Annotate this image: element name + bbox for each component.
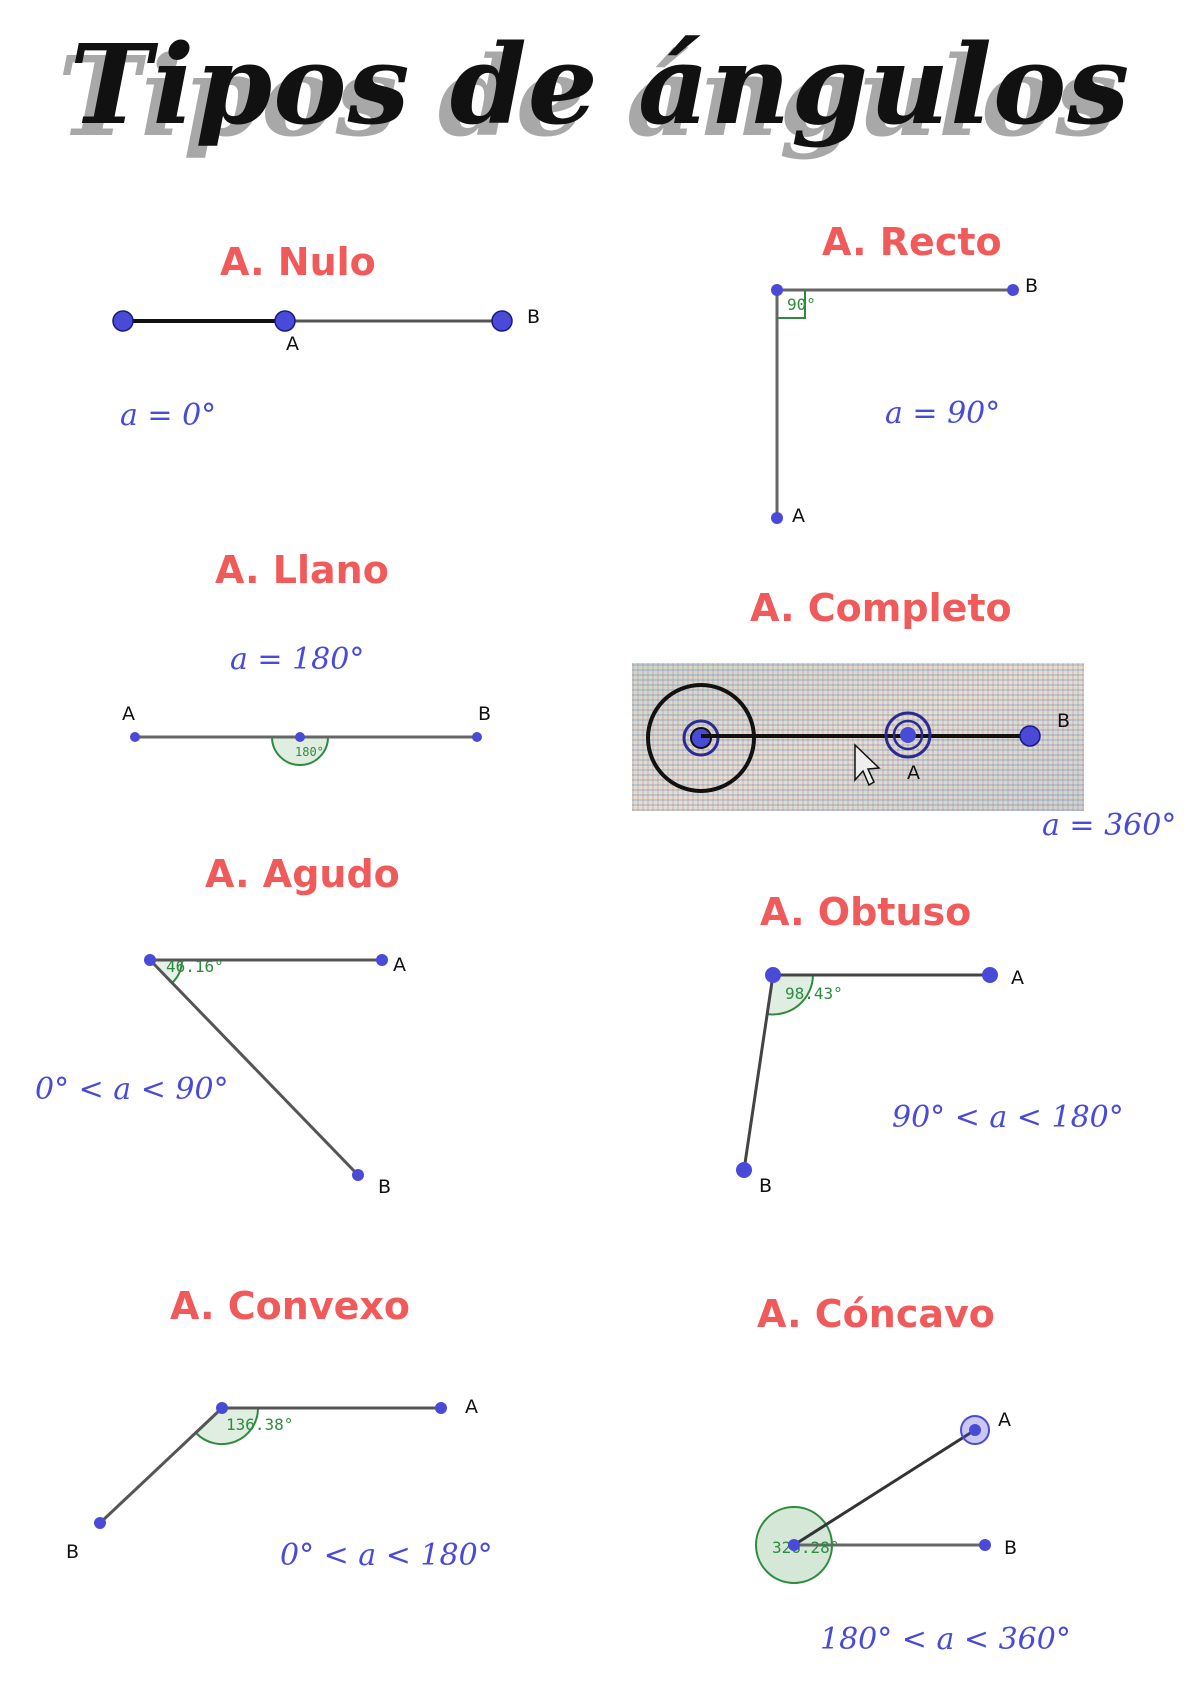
formula-completo: a = 360° (1042, 808, 1177, 843)
diagram-obtuso: 98.43° A B (736, 967, 1024, 1197)
llano-label-a: A (122, 703, 135, 725)
formula-concavo: 180° < a < 360° (820, 1622, 1071, 1657)
convexo-label-a: A (465, 1396, 478, 1418)
nulo-label-b: B (527, 306, 540, 328)
llano-label-b: B (478, 703, 491, 725)
heading-nulo: A. Nulo (220, 240, 376, 284)
diagram-llano: 180° A B (122, 703, 491, 766)
heading-completo: A. Completo (750, 586, 1012, 630)
convexo-label-b: B (66, 1541, 79, 1563)
agudo-label-a: A (393, 954, 406, 976)
llano-measure: 180° (295, 745, 324, 759)
heading-obtuso: A. Obtuso (760, 890, 972, 934)
agudo-label-b: B (378, 1176, 391, 1198)
completo-label-a: A (907, 762, 920, 784)
diagram-agudo: 46.16° A B (144, 954, 406, 1198)
cursor-icon (854, 743, 881, 787)
formula-agudo: 0° < a < 90° (35, 1072, 229, 1107)
recto-measure: 90° (787, 295, 816, 314)
concavo-measure: 326.28° (772, 1538, 839, 1557)
diagram-convexo: 136.38° A B (66, 1396, 478, 1563)
agudo-measure: 46.16° (166, 957, 224, 976)
concavo-label-b: B (1004, 1537, 1017, 1559)
recto-label-b: B (1025, 275, 1038, 297)
formula-obtuso: 90° < a < 180° (892, 1100, 1124, 1135)
obtuso-label-b: B (759, 1175, 772, 1197)
heading-concavo: A. Cóncavo (757, 1292, 995, 1336)
heading-recto: A. Recto (822, 220, 1002, 264)
recto-label-a: A (792, 505, 805, 527)
convexo-measure: 136.38° (226, 1415, 293, 1434)
diagram-completo: A B (646, 683, 1070, 793)
obtuso-measure: 98.43° (785, 984, 843, 1003)
completo-label-b: B (1057, 710, 1070, 732)
diagram-recto: 90° B A (771, 275, 1038, 527)
formula-recto: a = 90° (885, 396, 1001, 431)
formula-nulo: a = 0° (120, 398, 217, 433)
concavo-label-a: A (998, 1409, 1011, 1431)
page-title: Tipos de ángulos (69, 20, 1131, 149)
heading-agudo: A. Agudo (205, 852, 400, 896)
heading-llano: A. Llano (215, 548, 389, 592)
obtuso-label-a: A (1011, 967, 1024, 989)
diagram-concavo: 326.28° A B (755, 1409, 1017, 1584)
formula-convexo: 0° < a < 180° (280, 1538, 493, 1573)
formula-llano: a = 180° (230, 642, 365, 677)
nulo-label-a: A (286, 333, 299, 355)
heading-convexo: A. Convexo (170, 1284, 410, 1328)
diagram-nulo: A B (112, 306, 540, 355)
